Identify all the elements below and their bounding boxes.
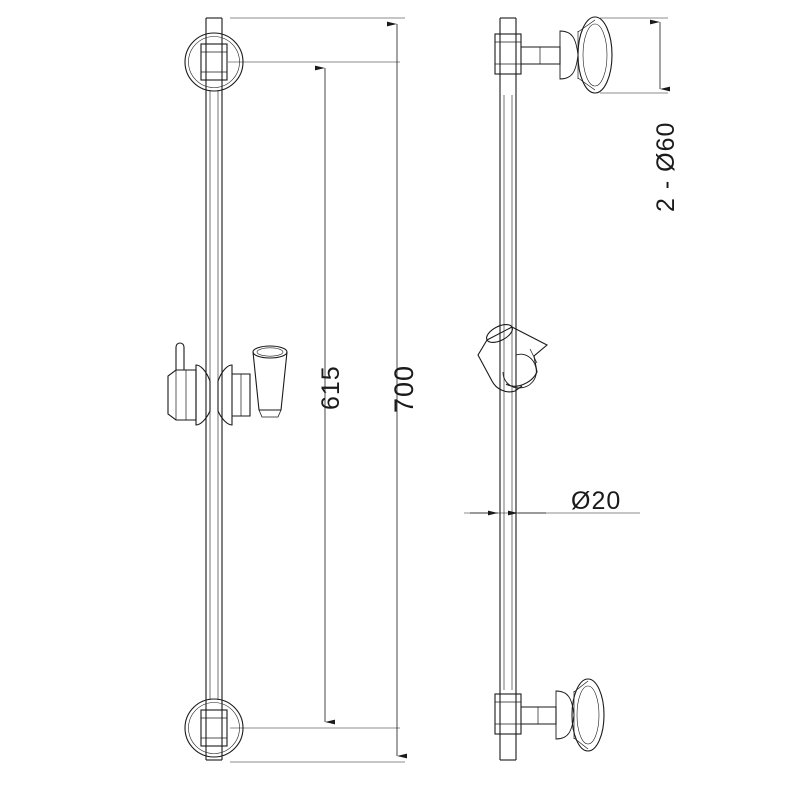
dimension-label-bar-diameter: Ø20 [571, 487, 622, 515]
dimension-label-615: 615 [317, 365, 345, 410]
dimension-lines [228, 17, 670, 763]
dimension-label-700: 700 [389, 364, 419, 413]
front-view-geometry [167, 17, 288, 761]
side-view-geometry [477, 16, 613, 761]
dimension-label-flange-diameter: 2 - Ø60 [652, 121, 680, 212]
